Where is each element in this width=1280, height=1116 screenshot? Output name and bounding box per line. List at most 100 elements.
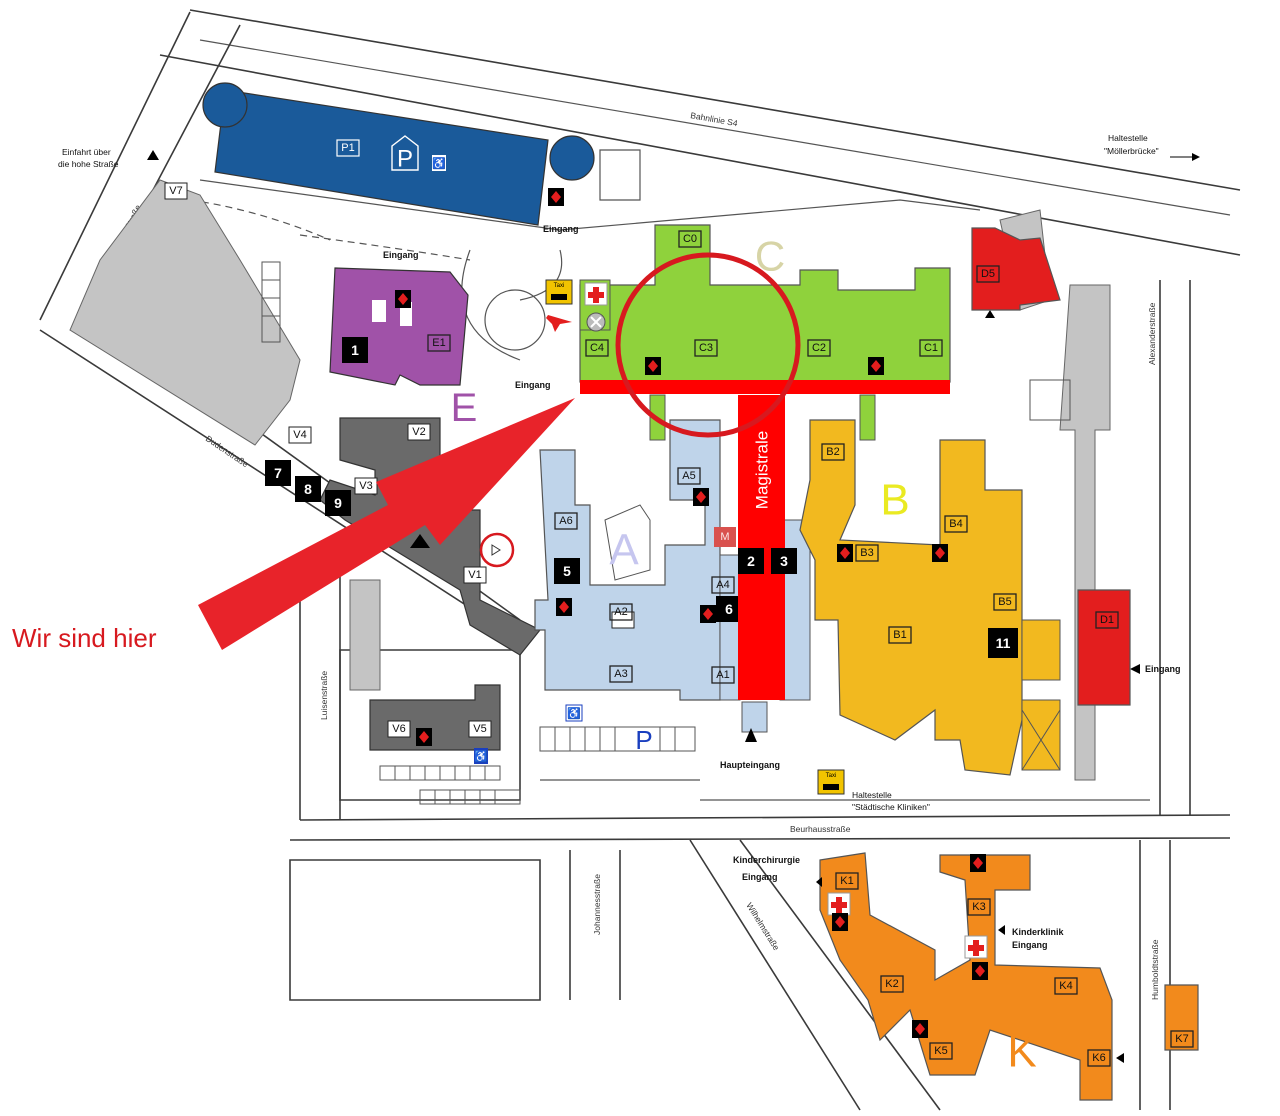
parking-small-p: P: [635, 725, 652, 755]
parking-round-right: [549, 135, 595, 181]
parking-stripes: [261, 261, 1071, 805]
street-wilhelm: Wilhelmstraße: [744, 901, 781, 953]
label-a1: A1: [716, 669, 729, 681]
street-humboldt: Humboldtstraße: [1150, 939, 1160, 1000]
c-corridor: [580, 380, 950, 394]
label-b2: B2: [826, 446, 839, 458]
number-box-8: [295, 476, 321, 502]
label-e1: E1: [432, 337, 445, 349]
label-kinderchirurgie-eingang: Eingang: [742, 872, 778, 882]
street-duden: Dudenstraße: [204, 433, 251, 469]
wheelchair-icon-parking: ♿: [567, 707, 581, 720]
you-are-here-label: Wir sind hier: [12, 623, 157, 653]
label-k6: K6: [1092, 1052, 1105, 1064]
label-m: M: [720, 531, 729, 543]
label-v3: V3: [359, 480, 372, 492]
label-v6: V6: [392, 723, 405, 735]
wheelchair-icon-v5: [474, 748, 488, 764]
label-c3: C3: [699, 342, 713, 354]
building-d5-shape: [971, 227, 1061, 311]
label-haltestelle-staedt-name: "Städtische Kliniken": [852, 802, 930, 812]
zone-letter-b: B: [880, 476, 909, 525]
label-v2: V2: [412, 426, 425, 438]
wheelchair-icon-p1: [432, 155, 446, 171]
destination-highlight-circle: [615, 252, 801, 438]
street-bahnlinie: Bahnlinie S4: [690, 110, 739, 128]
zone-letter-e: E: [451, 386, 478, 430]
label-box-e1: [427, 334, 451, 352]
zone-letter-a: A: [609, 526, 639, 575]
parking-garage-p1[interactable]: P1 P ♿: [202, 82, 595, 226]
building-e[interactable]: E1 1: [329, 267, 469, 386]
building-k[interactable]: K1 K3 K2 K4 K5 K6 K7: [819, 852, 1199, 1101]
number-9: 9: [334, 495, 342, 511]
label-kinderklinik-eingang: Eingang: [1012, 940, 1048, 950]
label-d1: D1: [1100, 614, 1114, 626]
building-k7-shape: [1164, 984, 1199, 1051]
label-c4: C4: [590, 342, 604, 354]
label-magistrale: Magistrale: [753, 431, 772, 509]
building-b[interactable]: B2 B3 B4 B5 B1 11: [799, 419, 1061, 776]
building-v5-v6[interactable]: V6 V5 ♿: [369, 684, 501, 764]
number-11: 11: [996, 635, 1011, 651]
taxi-label-haltestelle: Taxi: [826, 773, 837, 779]
building-v[interactable]: V2 V3 V4 V1 7 8 9: [265, 417, 541, 656]
label-k1: K1: [840, 875, 853, 887]
label-haupteingang: Haupteingang: [720, 760, 780, 770]
number-box-7: [265, 460, 291, 486]
number-box-9: [325, 490, 351, 516]
label-c2: C2: [812, 342, 826, 354]
building-d1-shape: [1077, 589, 1131, 706]
label-a3: A3: [614, 668, 627, 680]
label-k7: K7: [1175, 1033, 1188, 1045]
magistrale-shape: [738, 395, 785, 700]
label-c1: C1: [924, 342, 938, 354]
parking-garage-shape: [214, 89, 549, 226]
label-kinderklinik: Kinderklinik: [1012, 927, 1065, 937]
street-beurhaus: Beurhausstraße: [790, 824, 851, 834]
label-eingang-p1: Eingang: [543, 224, 579, 234]
label-v7: V7: [169, 185, 182, 197]
haupteingang-arrow: [745, 728, 757, 742]
label-einfahrt-1: Einfahrt über: [62, 147, 111, 157]
street-luisen: Luisenstraße: [319, 671, 329, 720]
parking-big-p: P: [397, 146, 413, 173]
parking-round-left: [202, 82, 248, 128]
label-k4: K4: [1059, 980, 1072, 992]
label-b4: B4: [949, 518, 962, 530]
number-3: 3: [780, 553, 788, 569]
label-eingang-c: Eingang: [515, 380, 551, 390]
label-v5: V5: [473, 723, 486, 735]
label-c0: C0: [683, 233, 697, 245]
number-8: 8: [304, 481, 312, 497]
airplane-icon: [546, 315, 572, 332]
label-v1: V1: [468, 569, 481, 581]
current-location-circle: [479, 532, 515, 568]
label-a5: A5: [682, 470, 695, 482]
label-k3: K3: [972, 901, 985, 913]
number-7: 7: [274, 465, 282, 481]
you-are-here-arrow: [198, 398, 575, 650]
label-haltestelle-moeller-name: "Möllerbrücke": [1104, 146, 1159, 156]
number-1: 1: [351, 342, 359, 358]
label-k5: K5: [934, 1045, 947, 1057]
label-d5: D5: [981, 268, 995, 280]
building-d[interactable]: D5 D1: [971, 227, 1131, 706]
number-5: 5: [563, 563, 571, 579]
parking-house-icon: [391, 135, 419, 171]
street-johannes: Johannesstraße: [592, 874, 602, 935]
building-b-shape: [799, 419, 1023, 776]
magistrale-corridor[interactable]: Magistrale 2 3: [738, 395, 797, 742]
street-alexander: Alexanderstraße: [1147, 302, 1157, 365]
label-a4: A4: [716, 579, 729, 591]
label-b5: B5: [998, 596, 1011, 608]
label-einfahrt-2: die hohe Straße: [58, 159, 119, 169]
label-v4: V4: [293, 429, 306, 441]
taxi-label-c: Taxi: [554, 283, 565, 289]
road-network: [39, 9, 1241, 1111]
label-k2: K2: [885, 978, 898, 990]
building-v5-v6-shape: [369, 684, 501, 751]
label-eingang-d1: Eingang: [1145, 664, 1181, 674]
building-k-shape: [819, 852, 1113, 1101]
